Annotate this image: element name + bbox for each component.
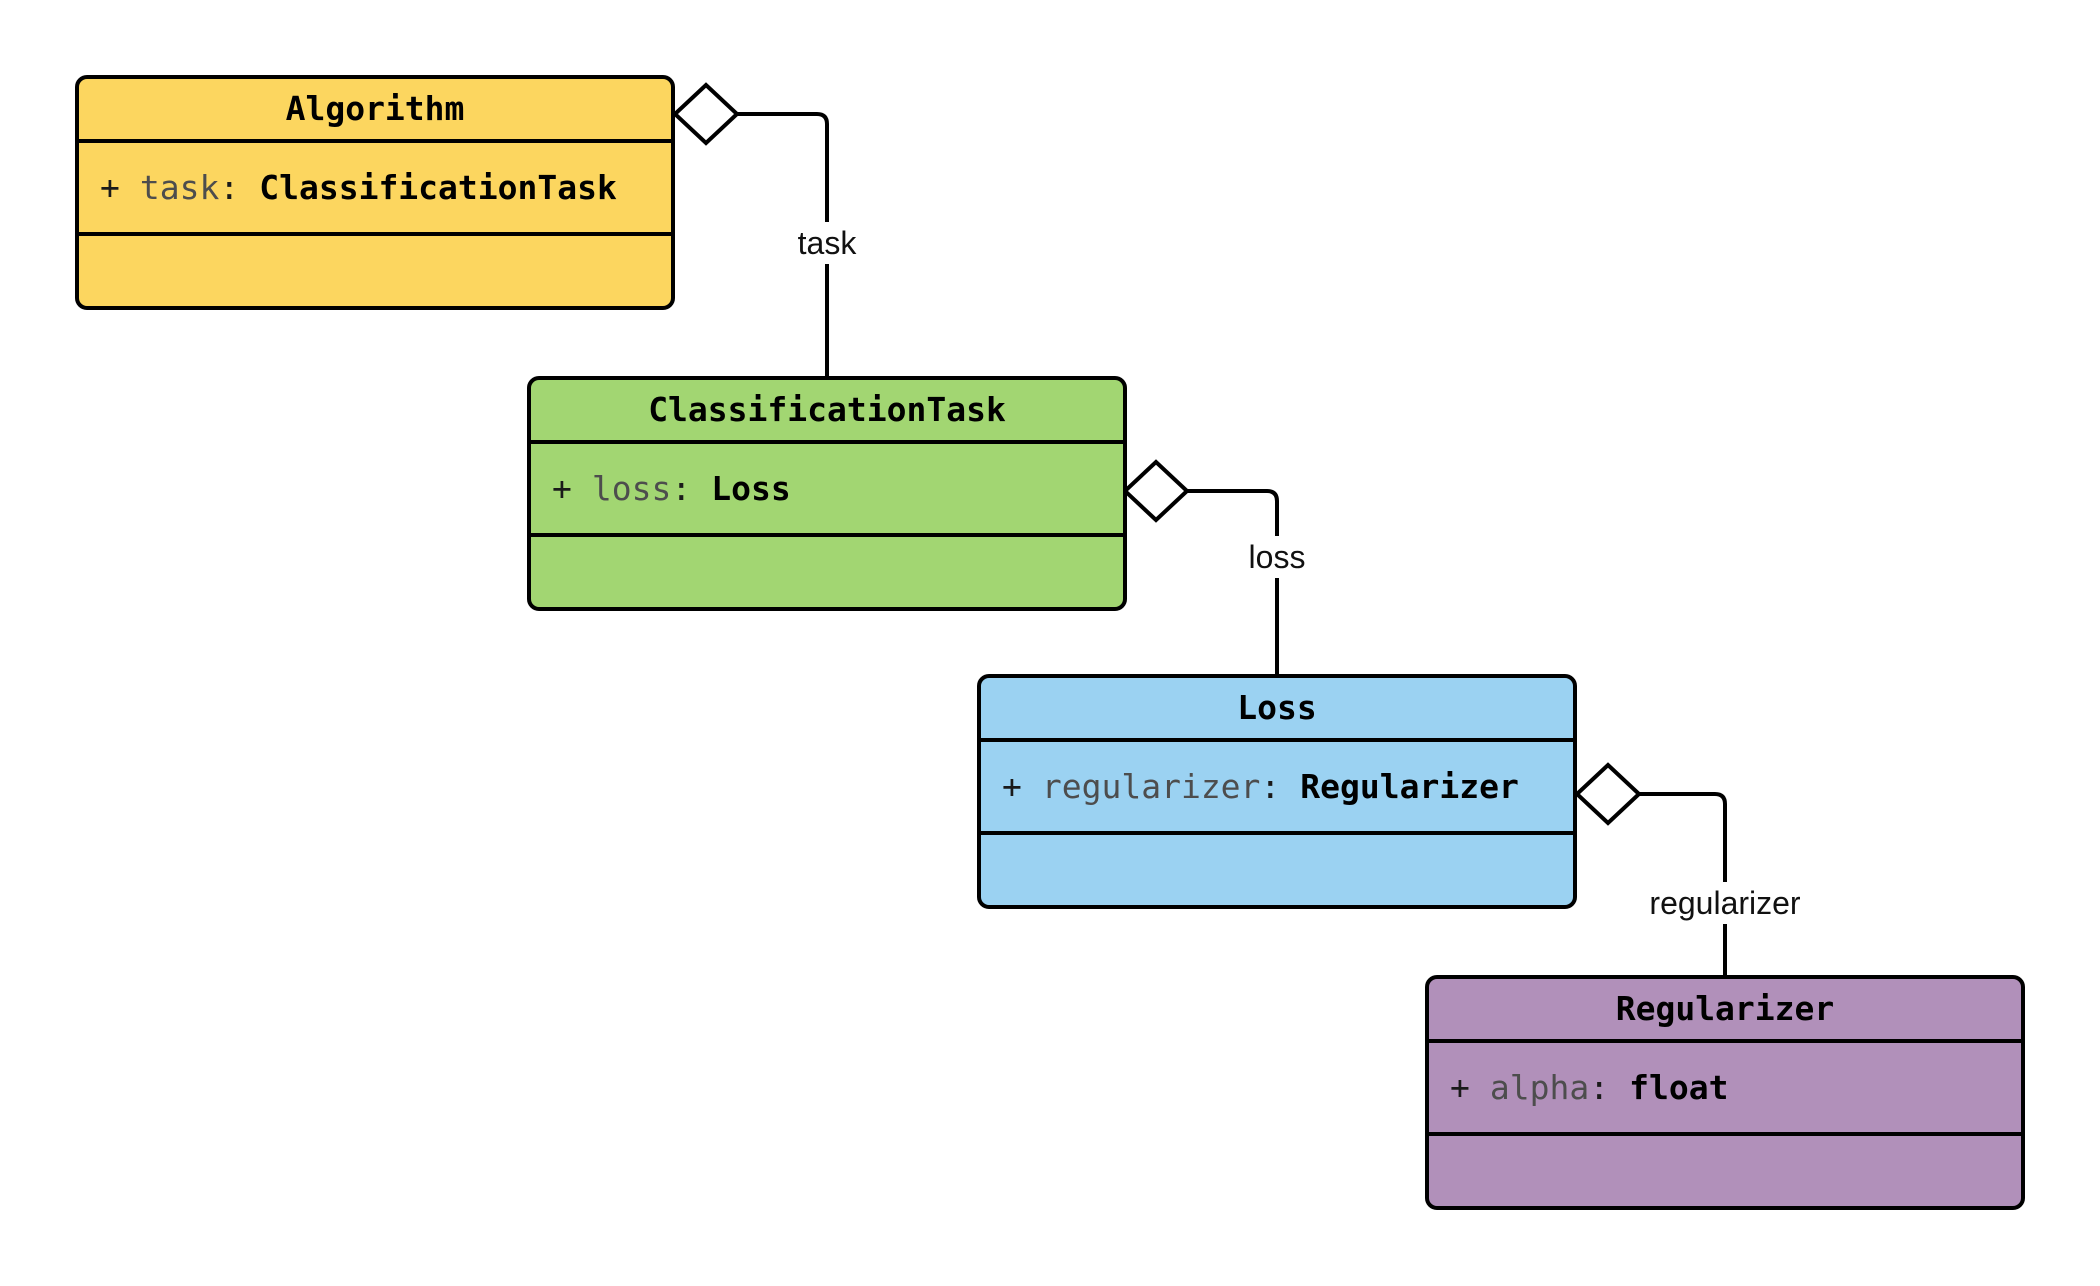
aggregation-diamond-icon <box>672 82 740 146</box>
edge-label-regularizer: regularizer <box>1639 882 1811 924</box>
edge-regularizer <box>1574 762 1727 978</box>
class-title: Loss <box>1237 688 1317 727</box>
attribute-name: alpha <box>1489 1068 1590 1107</box>
attribute-type: Loss <box>711 469 791 508</box>
class-attributes: + regularizer: Regularizer <box>981 738 1573 831</box>
attribute-name: loss <box>591 469 672 508</box>
attribute-separator: : <box>219 168 240 207</box>
class-box-regularizer: Regularizer + alpha: float <box>1425 975 2025 1210</box>
class-box-classificationtask: ClassificationTask + loss: Loss <box>527 376 1127 611</box>
class-methods-empty <box>79 232 671 306</box>
edge-loss-line <box>1187 489 1279 678</box>
aggregation-diamond-icon <box>1574 762 1642 826</box>
edge-loss <box>1122 459 1279 678</box>
class-methods-empty <box>981 831 1573 905</box>
class-attributes: + task: ClassificationTask <box>79 139 671 232</box>
class-title: ClassificationTask <box>648 390 1006 429</box>
attribute-separator: : <box>1260 767 1281 806</box>
attribute-visibility: + <box>552 469 572 508</box>
class-attributes: + loss: Loss <box>531 440 1123 533</box>
class-methods-empty <box>531 533 1123 607</box>
edge-task-line <box>737 112 829 380</box>
class-title: Algorithm <box>285 89 465 128</box>
edge-regularizer-line <box>1639 792 1727 978</box>
class-box-loss: Loss + regularizer: Regularizer <box>977 674 1577 909</box>
attribute-visibility: + <box>100 168 120 207</box>
attribute-type: ClassificationTask <box>259 168 617 207</box>
attribute-type: Regularizer <box>1300 767 1519 806</box>
class-box-algorithm: Algorithm + task: ClassificationTask <box>75 75 675 310</box>
attribute-name: regularizer <box>1041 767 1261 806</box>
attribute-separator: : <box>671 469 692 508</box>
class-title: Regularizer <box>1615 989 1835 1028</box>
class-methods-empty <box>1429 1132 2021 1206</box>
edge-label-loss: loss <box>1238 536 1316 578</box>
attribute-separator: : <box>1589 1068 1610 1107</box>
attribute-name: task <box>139 168 220 207</box>
attribute-type: float <box>1629 1068 1729 1107</box>
aggregation-diamond-icon <box>1122 459 1190 523</box>
edge-label-task: task <box>787 222 867 264</box>
attribute-visibility: + <box>1002 767 1022 806</box>
class-attributes: + alpha: float <box>1429 1039 2021 1132</box>
attribute-visibility: + <box>1450 1068 1470 1107</box>
edge-task <box>672 82 829 380</box>
